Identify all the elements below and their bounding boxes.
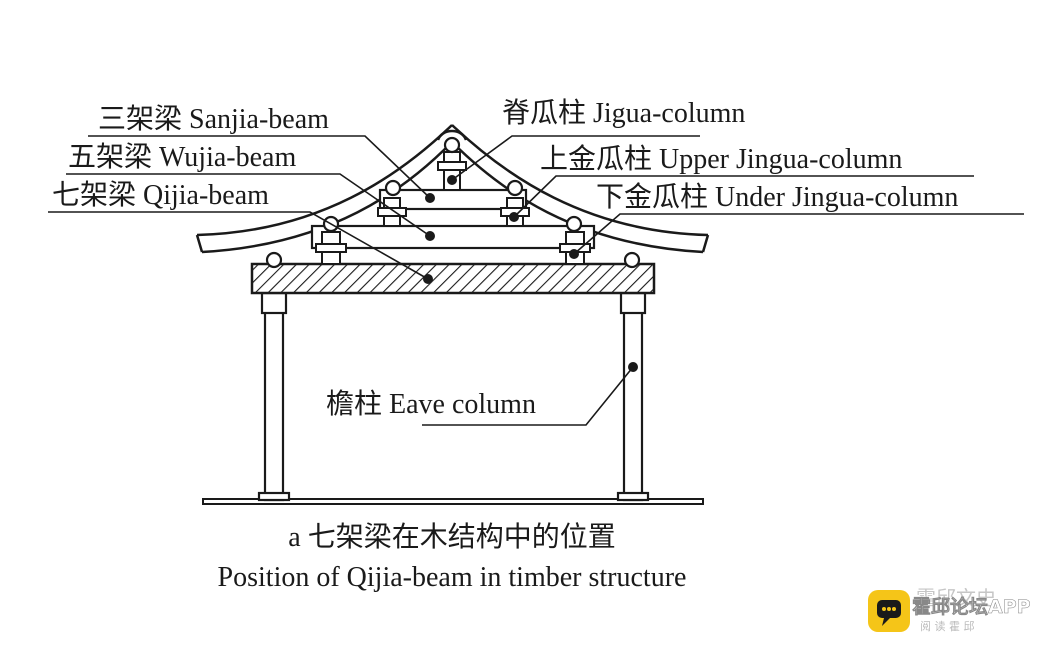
dot-wujia [425, 231, 435, 241]
leader-upper [513, 175, 974, 218]
roof-outer-left [196, 124, 453, 237]
labels: 三架梁 Sanjia-beam 五架梁 Wujia-beam 七架梁 Qijia… [52, 97, 958, 420]
dot-sanjia [425, 193, 435, 203]
watermark: 霍邱文史 霍邱论坛APP 阅 读 霍 邱 [868, 586, 1031, 633]
dot-qijia [423, 274, 433, 284]
label-wujia-beam: 五架梁 Wujia-beam [68, 141, 296, 173]
ridge-cap [436, 129, 468, 141]
roof-outer-right [451, 124, 709, 237]
label-under-jingua-column: 下金瓜柱 Under Jingua-column [596, 181, 958, 213]
label-jigua-column: 脊瓜柱 Jigua-column [502, 97, 745, 129]
leader-dots [423, 175, 638, 372]
leader-eave [422, 366, 634, 426]
eave-column-right [622, 291, 644, 502]
label-sanjia-beam: 三架梁 Sanjia-beam [98, 103, 329, 135]
eave-column-left [263, 291, 285, 502]
watermark-sub: 阅 读 霍 邱 [920, 619, 975, 633]
dot-jigua [447, 175, 457, 185]
label-upper-jingua-column: 上金瓜柱 Upper Jingua-column [540, 143, 902, 175]
ground-line [202, 498, 704, 505]
watermark-title: 霍邱论坛APP [912, 595, 1031, 618]
watermark-overlay: 霍邱文史 [916, 586, 996, 610]
column-base-right [616, 491, 650, 502]
dot-under [569, 249, 579, 259]
under-jingua-columns [315, 231, 591, 265]
leader-lines [48, 135, 1024, 426]
roof-inner-right [451, 141, 704, 254]
label-qijia-beam: 七架梁 Qijia-beam [52, 179, 269, 211]
sanjia-beam [378, 188, 528, 211]
caption-chinese: a 七架梁在木结构中的位置 [288, 521, 615, 553]
leader-jigua [451, 135, 700, 181]
dot-upper [509, 212, 519, 222]
leader-under [573, 213, 1024, 255]
caption-english: Position of Qijia-beam in timber structu… [218, 562, 687, 593]
leader-wujia [66, 173, 431, 237]
qijia-beam [250, 262, 656, 295]
caption: a 七架梁在木结构中的位置 Position of Qijia-beam in … [218, 521, 687, 593]
roof-inner-left [201, 141, 453, 254]
label-eave-column: 檐柱 Eave column [326, 388, 536, 420]
leader-qijia [48, 211, 429, 280]
upper-jingua-columns [377, 197, 530, 227]
roof [195, 124, 710, 254]
leader-sanjia [88, 135, 431, 199]
column-base-left [257, 491, 291, 502]
dot-eave [628, 362, 638, 372]
